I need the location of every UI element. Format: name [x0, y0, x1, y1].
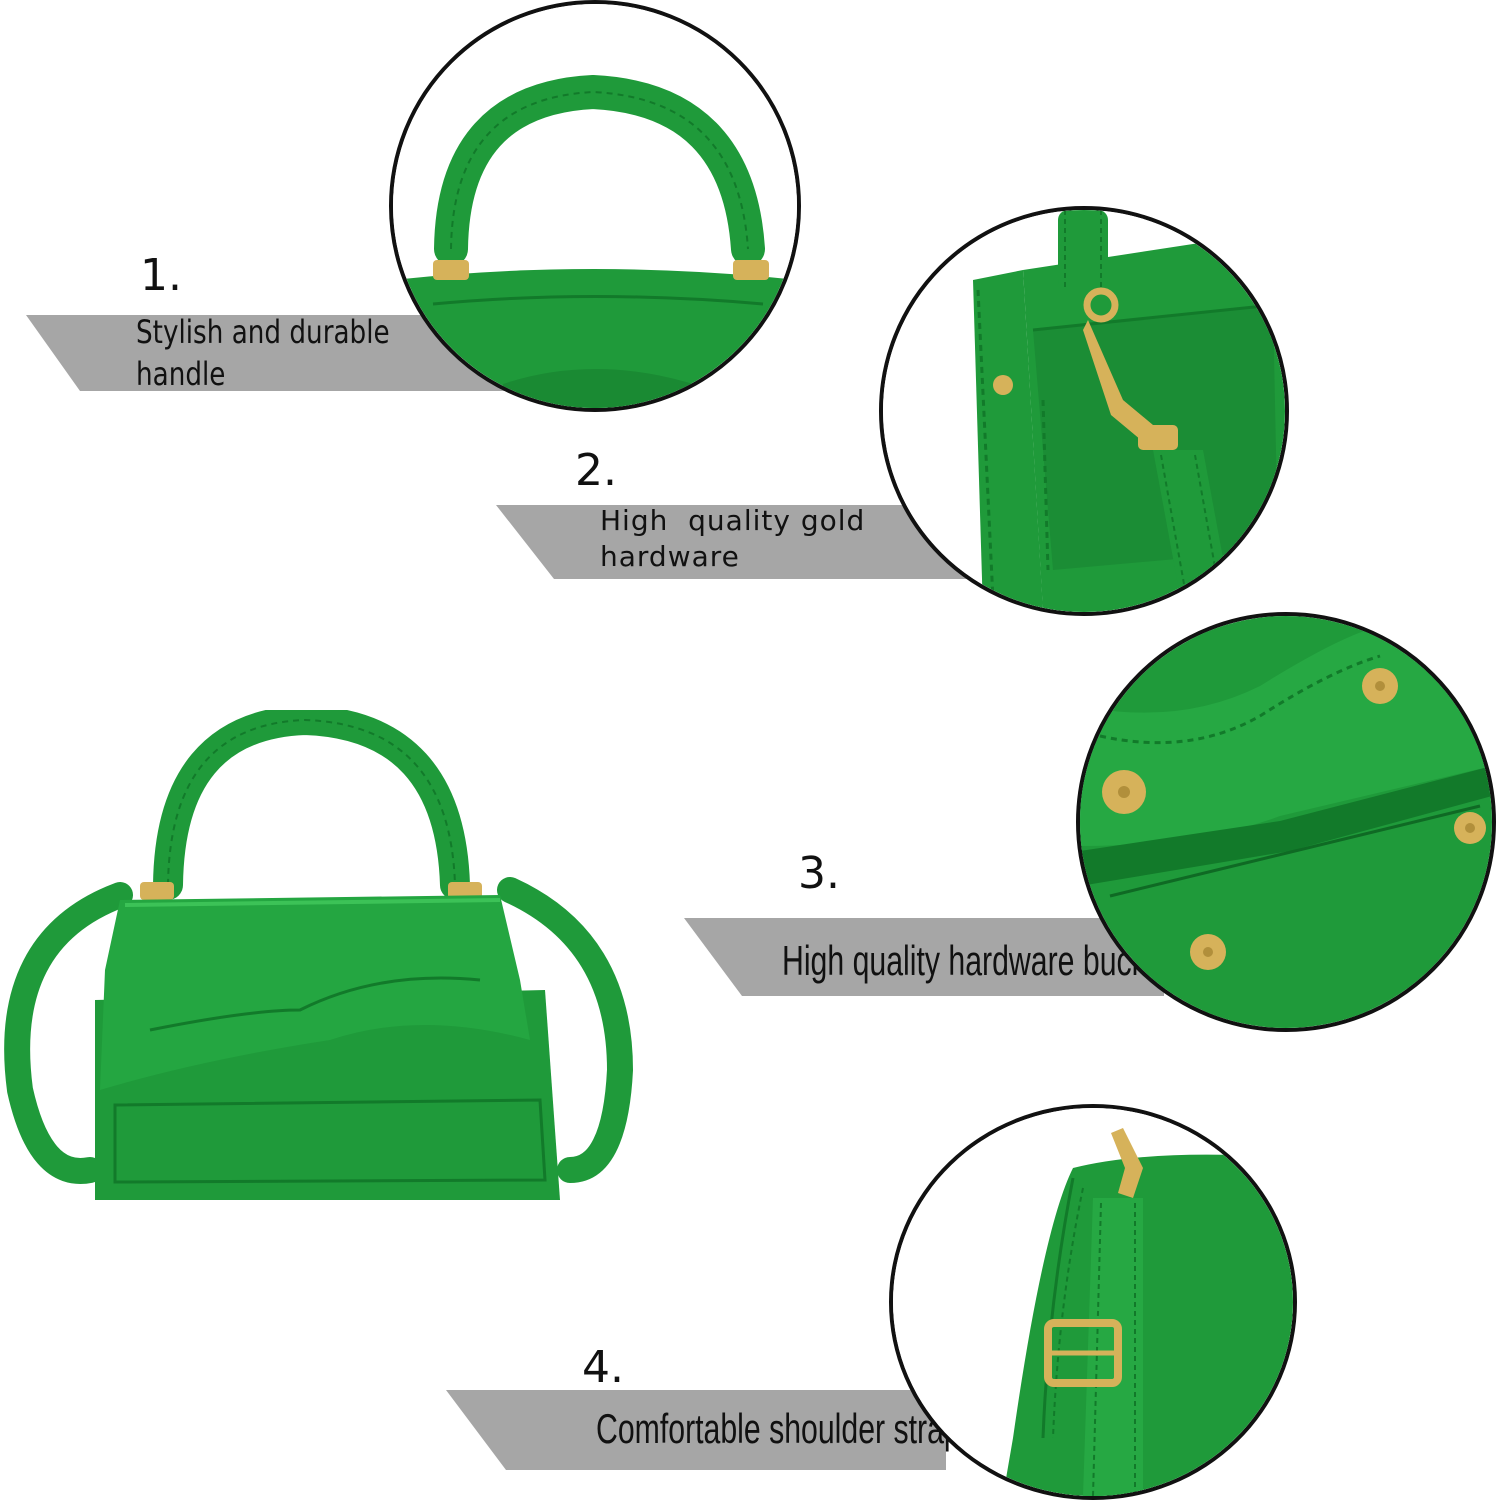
detail-photo-handle	[389, 0, 801, 412]
detail-photo-hardware	[879, 206, 1289, 616]
shoulder-strap-left	[4, 882, 133, 1184]
banner-shape	[26, 315, 506, 391]
gold-ring-left	[433, 260, 469, 280]
gold-clasp	[1111, 1128, 1143, 1198]
feature-2-caption-line-2: hardware	[600, 540, 740, 574]
feature-1-caption-line-1: Stylish and durable	[136, 313, 390, 351]
detail-photo-strap	[889, 1104, 1297, 1500]
feature-4-number: 4.	[582, 1342, 624, 1393]
feature-3-number: 3.	[798, 848, 840, 899]
shoulder-strap-right	[497, 877, 634, 1183]
shoulder-strap	[1083, 1198, 1143, 1496]
gold-ring	[1083, 287, 1119, 323]
bag-side	[1003, 1154, 1293, 1496]
feature-1-banner	[26, 315, 506, 391]
gold-clasp	[1083, 320, 1153, 440]
feature-1-caption-line-2: handle	[136, 354, 226, 393]
strap-buckle	[1044, 1319, 1122, 1387]
feature-2-banner	[496, 505, 996, 579]
feature-4-banner	[446, 1390, 946, 1470]
detail-photo-buckle	[1076, 612, 1496, 1032]
gold-ring-right	[733, 260, 769, 280]
bag-flap	[100, 895, 530, 1090]
feature-3-caption: High quality hardware buckle	[782, 937, 1171, 984]
main-bag-photo	[0, 704, 640, 1200]
feature-3-banner	[684, 918, 1164, 996]
feature-2-caption-line-1: High quality gold	[600, 504, 866, 537]
feature-1-number: 1.	[140, 250, 182, 301]
feature-1-caption: Stylish and durable handle	[136, 312, 390, 395]
top-handle	[153, 704, 470, 900]
feature-2-caption: High quality gold hardware	[600, 503, 865, 576]
bag-body	[393, 269, 797, 408]
feature-4-caption: Comfortable shoulder straps	[596, 1405, 976, 1452]
feature-2-number: 2.	[575, 445, 617, 496]
gold-ring-left	[140, 882, 174, 900]
